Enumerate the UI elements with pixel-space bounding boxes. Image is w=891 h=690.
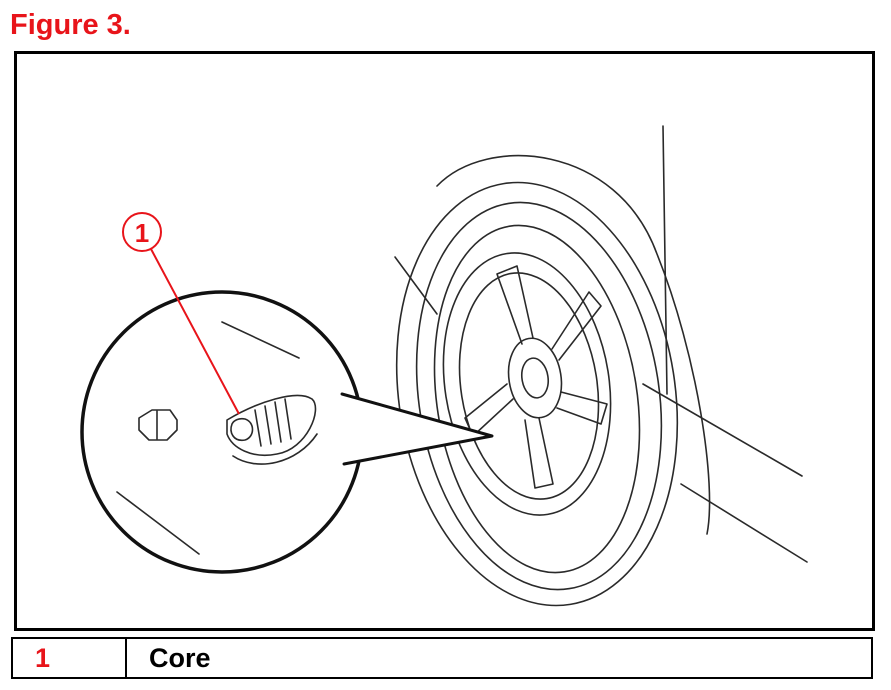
wheel-hub (507, 337, 563, 419)
figure-title: Figure 3. (10, 9, 131, 41)
illustration-frame: 1 (14, 51, 875, 631)
legend-description: Core (125, 637, 873, 679)
valve-cap-outline (138, 409, 178, 441)
rim-edge-line (221, 321, 300, 359)
wheel-hub-center (520, 357, 550, 399)
magnified-view-circle (80, 290, 364, 574)
wheel-rim-outer (442, 252, 612, 516)
valve-core-ridge (274, 401, 282, 443)
legend-row: 1 Core (11, 637, 873, 679)
vehicle-body-line (394, 256, 438, 315)
legend-table: 1 Core (11, 637, 873, 679)
fender-arch-line (627, 82, 663, 126)
wheel-spoke (496, 265, 534, 345)
valve-stem-shadow (232, 433, 318, 465)
wheel-spoke (556, 391, 608, 425)
vehicle-body-line (642, 383, 803, 477)
callout-leader-line (150, 248, 240, 415)
valve-core-ridge (264, 405, 272, 445)
callout-circle (122, 212, 162, 252)
vehicle-body-line (680, 483, 808, 563)
wheel-valve-illustration: 1 (80, 82, 808, 607)
valve-core-ridge (254, 409, 262, 447)
wheel-spoke (524, 417, 554, 489)
legend-number: 1 (11, 637, 127, 679)
valve-stem-outline (226, 394, 317, 456)
callout-number: 1 (135, 218, 149, 248)
tire-sidewall (415, 201, 663, 591)
rim-edge-line (116, 491, 200, 555)
valve-stem-bore (230, 417, 254, 442)
wheel-rim-inner (458, 272, 600, 500)
tire-tread-edge (436, 154, 711, 535)
magnifier-pointer (340, 392, 494, 466)
tire-inner-edge (433, 224, 641, 574)
valve-core-ridge (284, 398, 292, 440)
vehicle-body-line (662, 125, 668, 395)
wheel-spoke (551, 291, 602, 361)
wheel-spoke (464, 383, 514, 437)
